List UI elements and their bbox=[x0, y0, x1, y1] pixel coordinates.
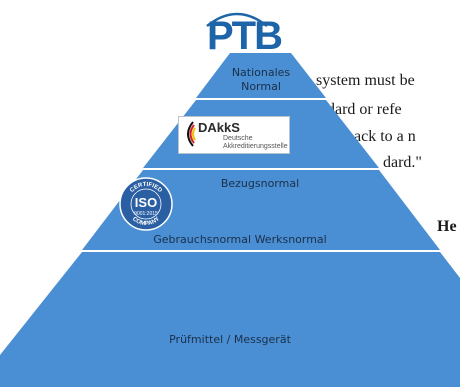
dakks-logo-title: DAkkS bbox=[198, 120, 240, 135]
ptb-logo: PTB bbox=[201, 8, 283, 58]
background-text-line-1: system must be bbox=[316, 72, 415, 89]
dakks-logo: DAkkS Deutsche Akkreditierungsstelle bbox=[178, 116, 290, 154]
iso-badge-main-text: ISO bbox=[135, 195, 157, 210]
background-text-line-2: dard or refe bbox=[327, 101, 402, 118]
level-3-label: Gebrauchsnormal Werksnormal bbox=[153, 233, 327, 246]
iso-badge-ring bbox=[119, 177, 173, 231]
pyramid-level-1 bbox=[196, 53, 326, 98]
dakks-logo-subtitle-line-1: Deutsche bbox=[223, 135, 253, 142]
ptb-arch-icon bbox=[206, 12, 268, 27]
background-text-line-3: back to a n bbox=[346, 128, 416, 145]
background-text-line-5: He bbox=[437, 218, 457, 235]
iso-badge-bottom-text: COMPANY bbox=[131, 216, 161, 227]
pyramid-level-3 bbox=[82, 170, 440, 250]
level-4-label: Prüfmittel / Messgerät bbox=[169, 333, 291, 346]
level-1-label-line-2: Normal bbox=[241, 80, 281, 93]
iso-certified-badge: CERTIFIED ISO 9001:2015 COMPANY bbox=[119, 177, 173, 231]
ptb-logo-text: PTB bbox=[207, 14, 283, 58]
dakks-emblem-icon bbox=[187, 121, 196, 147]
dakks-logo-subtitle: Deutsche Akkreditierungsstelle bbox=[223, 135, 288, 151]
dakks-logo-subtitle-line-2: Akkreditierungsstelle bbox=[223, 143, 288, 150]
background-text-line-4: dard." bbox=[383, 154, 422, 171]
iso-badge-standard-text: 9001:2015 bbox=[134, 211, 158, 217]
pyramid-level-4 bbox=[0, 252, 460, 387]
level-1-label-line-1: Nationales bbox=[231, 66, 291, 79]
level-2-label: Bezugsnormal bbox=[220, 177, 300, 190]
level-1-label: Nationales Normal bbox=[196, 66, 326, 94]
